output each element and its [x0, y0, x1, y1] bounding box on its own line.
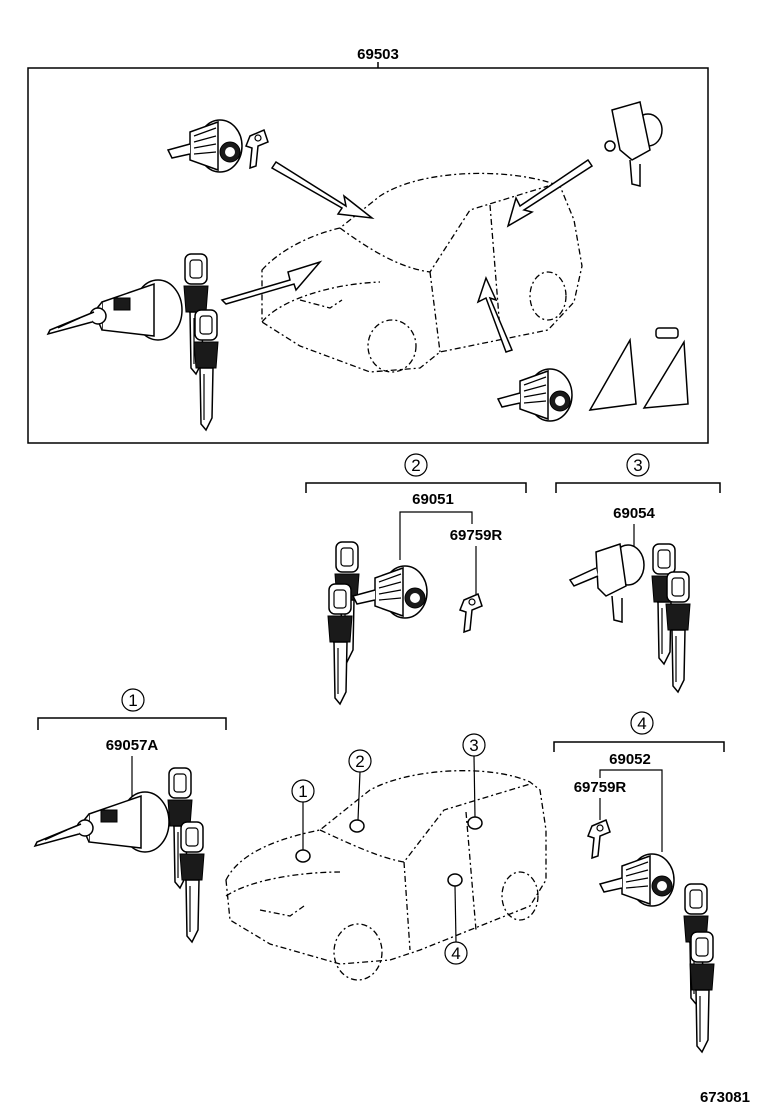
group-callout: 4 [637, 714, 646, 733]
hatch-lock-icon [604, 101, 663, 187]
ignition-lock-icon [47, 279, 183, 341]
part-number-label: 69051 [412, 491, 454, 508]
group-3: 3 69054 [555, 453, 721, 693]
car-callout: 2 [355, 752, 364, 771]
lever-icon [459, 593, 483, 633]
car-callouts: 1 2 3 4 [291, 733, 486, 965]
part-number-label: 69054 [613, 505, 655, 522]
assembly-part-number: 69503 [357, 46, 399, 63]
car-callout: 1 [298, 782, 307, 801]
group-callout: 3 [633, 456, 642, 475]
hatch-lock-icon [568, 543, 645, 623]
lever-icon [245, 129, 269, 169]
part-number-label: 69052 [609, 751, 651, 768]
cover-pieces-icon [588, 327, 689, 411]
door-lock-cylinder-icon [497, 368, 573, 422]
part-number-label: 69057A [106, 737, 159, 754]
door-lock-cylinder-icon [167, 119, 243, 173]
group-callout: 1 [128, 691, 137, 710]
group-callout: 2 [411, 456, 420, 475]
part-number-label: 69759R [574, 779, 627, 796]
car-callout: 3 [469, 736, 478, 755]
car-outline-icon [225, 770, 547, 981]
assembly-panel: 69503 [27, 46, 709, 444]
door-lock-cylinder-icon [599, 853, 675, 907]
part-number-label: 69759R [450, 527, 503, 544]
group-4: 4 69052 69759R [553, 711, 725, 1053]
group-2: 2 69051 69759R [305, 453, 527, 705]
illustration-number: 673081 [700, 1089, 750, 1106]
car-callout: 4 [451, 944, 460, 963]
ignition-lock-icon [34, 791, 170, 853]
lever-icon [587, 819, 611, 859]
group-1: 1 69057A [34, 688, 227, 943]
door-lock-cylinder-icon [352, 565, 428, 619]
arrow-icon [220, 158, 594, 353]
car-outline-icon [261, 172, 583, 373]
